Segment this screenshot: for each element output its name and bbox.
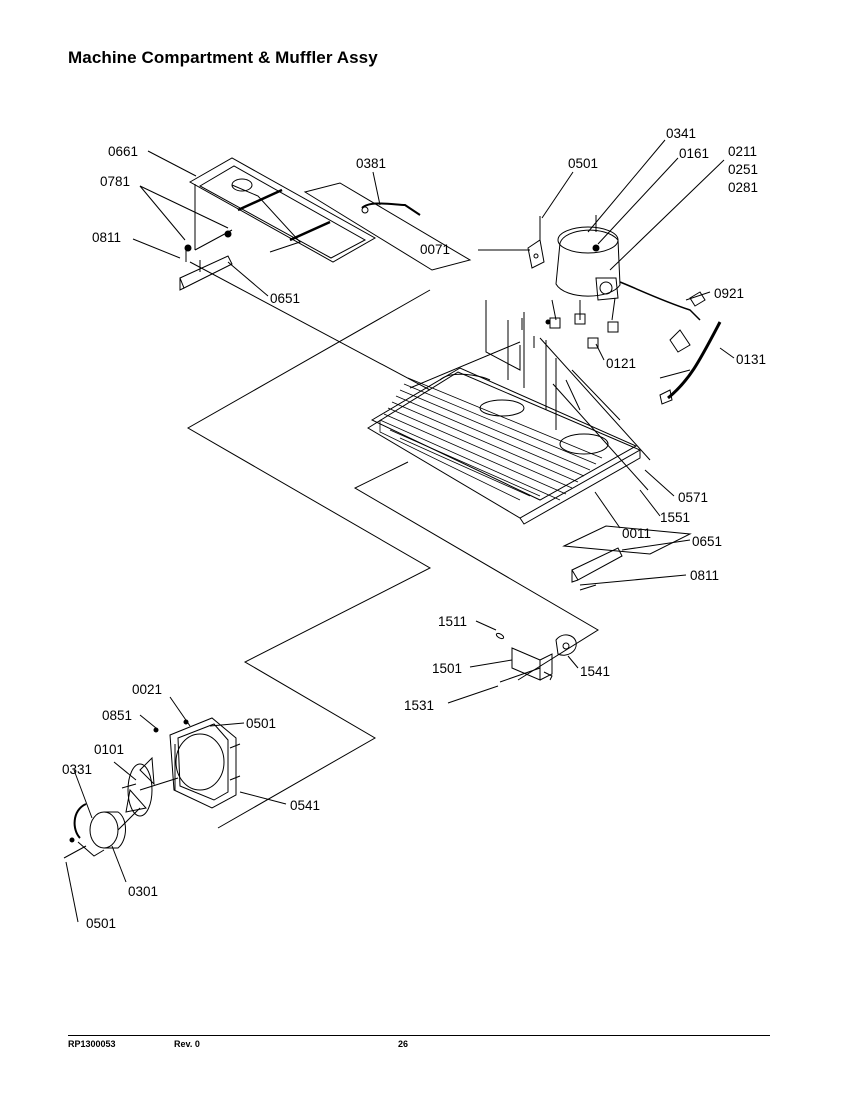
- callout-0661: 0661: [108, 144, 138, 159]
- fan-shroud-part: [153, 717, 241, 809]
- compressor-part: [549, 215, 722, 405]
- callout-0131: 0131: [736, 352, 766, 367]
- callout-1531: 1531: [404, 698, 434, 713]
- fan-motor-part: [63, 803, 141, 859]
- screws-tray: [521, 318, 651, 491]
- callout-0101: 0101: [94, 742, 124, 757]
- footer-doc-number: RP1300053: [68, 1039, 116, 1049]
- callout-0811-top: 0811: [92, 230, 121, 245]
- callout-0011: 0011: [622, 526, 651, 541]
- bracket-0071: [527, 216, 545, 269]
- callout-0211: 0211: [728, 144, 757, 159]
- callout-0501-top: 0501: [568, 156, 598, 171]
- callout-0811-right: 0811: [690, 568, 719, 583]
- callout-0381: 0381: [356, 156, 386, 171]
- callout-0501-motor: 0501: [86, 916, 116, 931]
- leader-lines: [65, 139, 735, 923]
- callout-0251: 0251: [728, 162, 758, 177]
- callout-0021: 0021: [132, 682, 162, 697]
- callout-0281: 0281: [728, 180, 758, 195]
- assembly-outline: [186, 289, 432, 829]
- callout-0571: 0571: [678, 490, 708, 505]
- callout-1501: 1501: [432, 661, 462, 676]
- bracket-top-left: [179, 230, 233, 291]
- callout-0501-shroud: 0501: [246, 716, 276, 731]
- footer-revision: Rev. 0: [174, 1039, 200, 1049]
- callout-0331: 0331: [62, 762, 92, 777]
- page-title: Machine Compartment & Muffler Assy: [68, 48, 378, 67]
- callout-0781: 0781: [100, 174, 130, 189]
- fan-blade-part: [125, 756, 179, 817]
- callout-0851: 0851: [102, 708, 132, 723]
- callout-labels: 0341 0211 0161 0251 0281 0661 0381 0501 …: [62, 126, 766, 931]
- assembly-outline-right: [353, 461, 599, 681]
- callout-1551: 1551: [660, 510, 690, 525]
- footer-page-number: 26: [398, 1039, 409, 1049]
- callout-0071: 0071: [420, 242, 450, 257]
- footer-divider: [68, 1035, 770, 1036]
- callout-0541: 0541: [290, 798, 320, 813]
- relay-part: [495, 632, 577, 683]
- base-tray-part: [367, 300, 642, 525]
- callout-0341: 0341: [666, 126, 696, 141]
- callout-0651-right: 0651: [692, 534, 722, 549]
- top-plate-part: [188, 157, 431, 391]
- callout-0921: 0921: [714, 286, 744, 301]
- callout-0301: 0301: [128, 884, 158, 899]
- callout-1511: 1511: [438, 614, 467, 629]
- bracket-lower-right: [562, 525, 692, 586]
- callout-0121: 0121: [606, 356, 636, 371]
- callout-1541: 1541: [580, 664, 610, 679]
- callout-0161: 0161: [679, 146, 709, 161]
- callout-0651-top: 0651: [270, 291, 300, 306]
- part-0381: [303, 182, 472, 271]
